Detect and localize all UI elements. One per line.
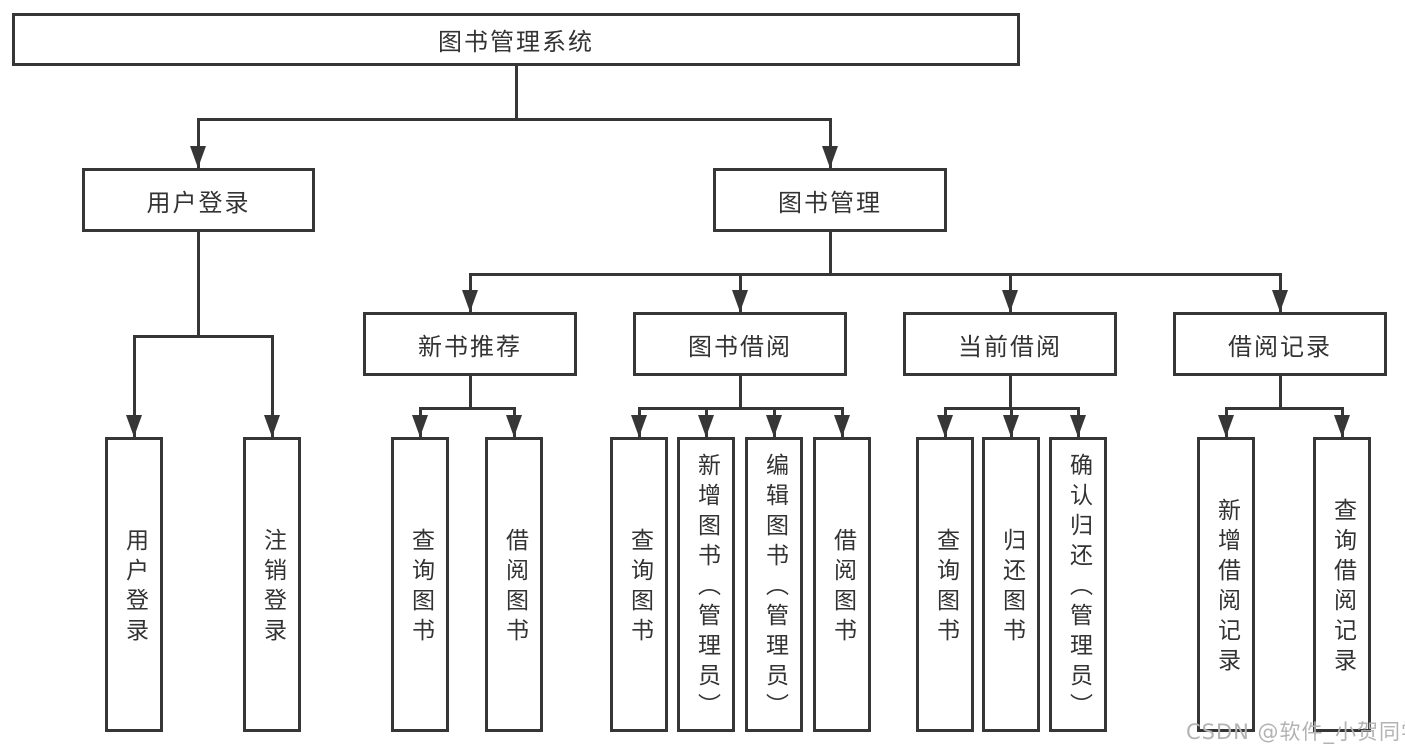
node-user-login: 用户登录 <box>82 168 315 232</box>
connector-level2-branch <box>197 118 832 121</box>
arrow-down-icon <box>506 415 522 437</box>
csdn-watermark: CSDN @软件_小贺同学 <box>1186 720 1405 744</box>
arrow-down-icon <box>834 415 850 437</box>
arrow-down-icon <box>1218 415 1234 437</box>
arrow-down-icon <box>1070 415 1086 437</box>
arrow-down-icon <box>732 290 748 312</box>
leaf-borrow-books-borrowing: 借阅图书 <box>813 437 871 732</box>
connector-user-login-trunk <box>197 232 200 335</box>
arrow-down-icon <box>126 415 142 437</box>
arrow-down-icon <box>1272 290 1288 312</box>
leaf-edit-books-admin: 编辑图书（管理员） <box>745 437 803 732</box>
connector-user-login-branch <box>133 335 274 338</box>
connector-to-leaf-user-login <box>133 335 136 437</box>
node-new-book-recommendation: 新书推荐 <box>363 312 577 376</box>
arrow-down-icon <box>631 415 647 437</box>
leaf-query-borrow-record: 查询借阅记录 <box>1313 437 1371 732</box>
node-root-library-management-system: 图书管理系统 <box>12 13 1020 66</box>
connector-borrowing-trunk <box>739 376 742 407</box>
leaf-add-books-admin: 新增图书（管理员） <box>677 437 735 732</box>
node-current-borrowing: 当前借阅 <box>903 312 1117 376</box>
arrow-down-icon <box>462 290 478 312</box>
arrow-down-icon <box>1334 415 1350 437</box>
leaf-confirm-return-admin: 确认归还（管理员） <box>1049 437 1107 732</box>
connector-root-trunk <box>515 66 518 118</box>
arrow-down-icon <box>1003 415 1019 437</box>
connector-borrowing-branch <box>638 407 844 410</box>
leaf-user-login: 用户登录 <box>105 437 163 732</box>
leaf-query-books-recommendation: 查询图书 <box>391 437 449 732</box>
node-book-management: 图书管理 <box>713 168 947 232</box>
connector-records-branch <box>1225 407 1344 410</box>
arrow-down-icon <box>1002 290 1018 312</box>
connector-to-user-login <box>197 118 200 168</box>
leaf-add-borrow-record: 新增借阅记录 <box>1197 437 1255 732</box>
arrow-down-icon <box>412 415 428 437</box>
leaf-query-books-current: 查询图书 <box>916 437 974 732</box>
connector-recommendation-branch <box>419 407 516 410</box>
connector-to-book-management <box>829 118 832 168</box>
arrow-down-icon <box>190 146 206 168</box>
connector-recommendation-trunk <box>469 376 472 407</box>
arrow-down-icon <box>937 415 953 437</box>
connector-book-management-trunk <box>829 232 832 273</box>
leaf-logout: 注销登录 <box>243 437 301 732</box>
leaf-borrow-books-recommendation: 借阅图书 <box>485 437 543 732</box>
connector-current-trunk <box>1009 376 1012 407</box>
leaf-return-books: 归还图书 <box>982 437 1040 732</box>
arrow-down-icon <box>822 146 838 168</box>
connector-to-leaf-logout <box>271 335 274 437</box>
node-borrowing-records: 借阅记录 <box>1173 312 1387 376</box>
connector-level3-branch <box>469 273 1282 276</box>
leaf-query-books-borrowing: 查询图书 <box>610 437 668 732</box>
arrow-down-icon <box>698 415 714 437</box>
connector-records-trunk <box>1279 376 1282 407</box>
node-book-borrowing: 图书借阅 <box>633 312 847 376</box>
arrow-down-icon <box>264 415 280 437</box>
arrow-down-icon <box>766 415 782 437</box>
